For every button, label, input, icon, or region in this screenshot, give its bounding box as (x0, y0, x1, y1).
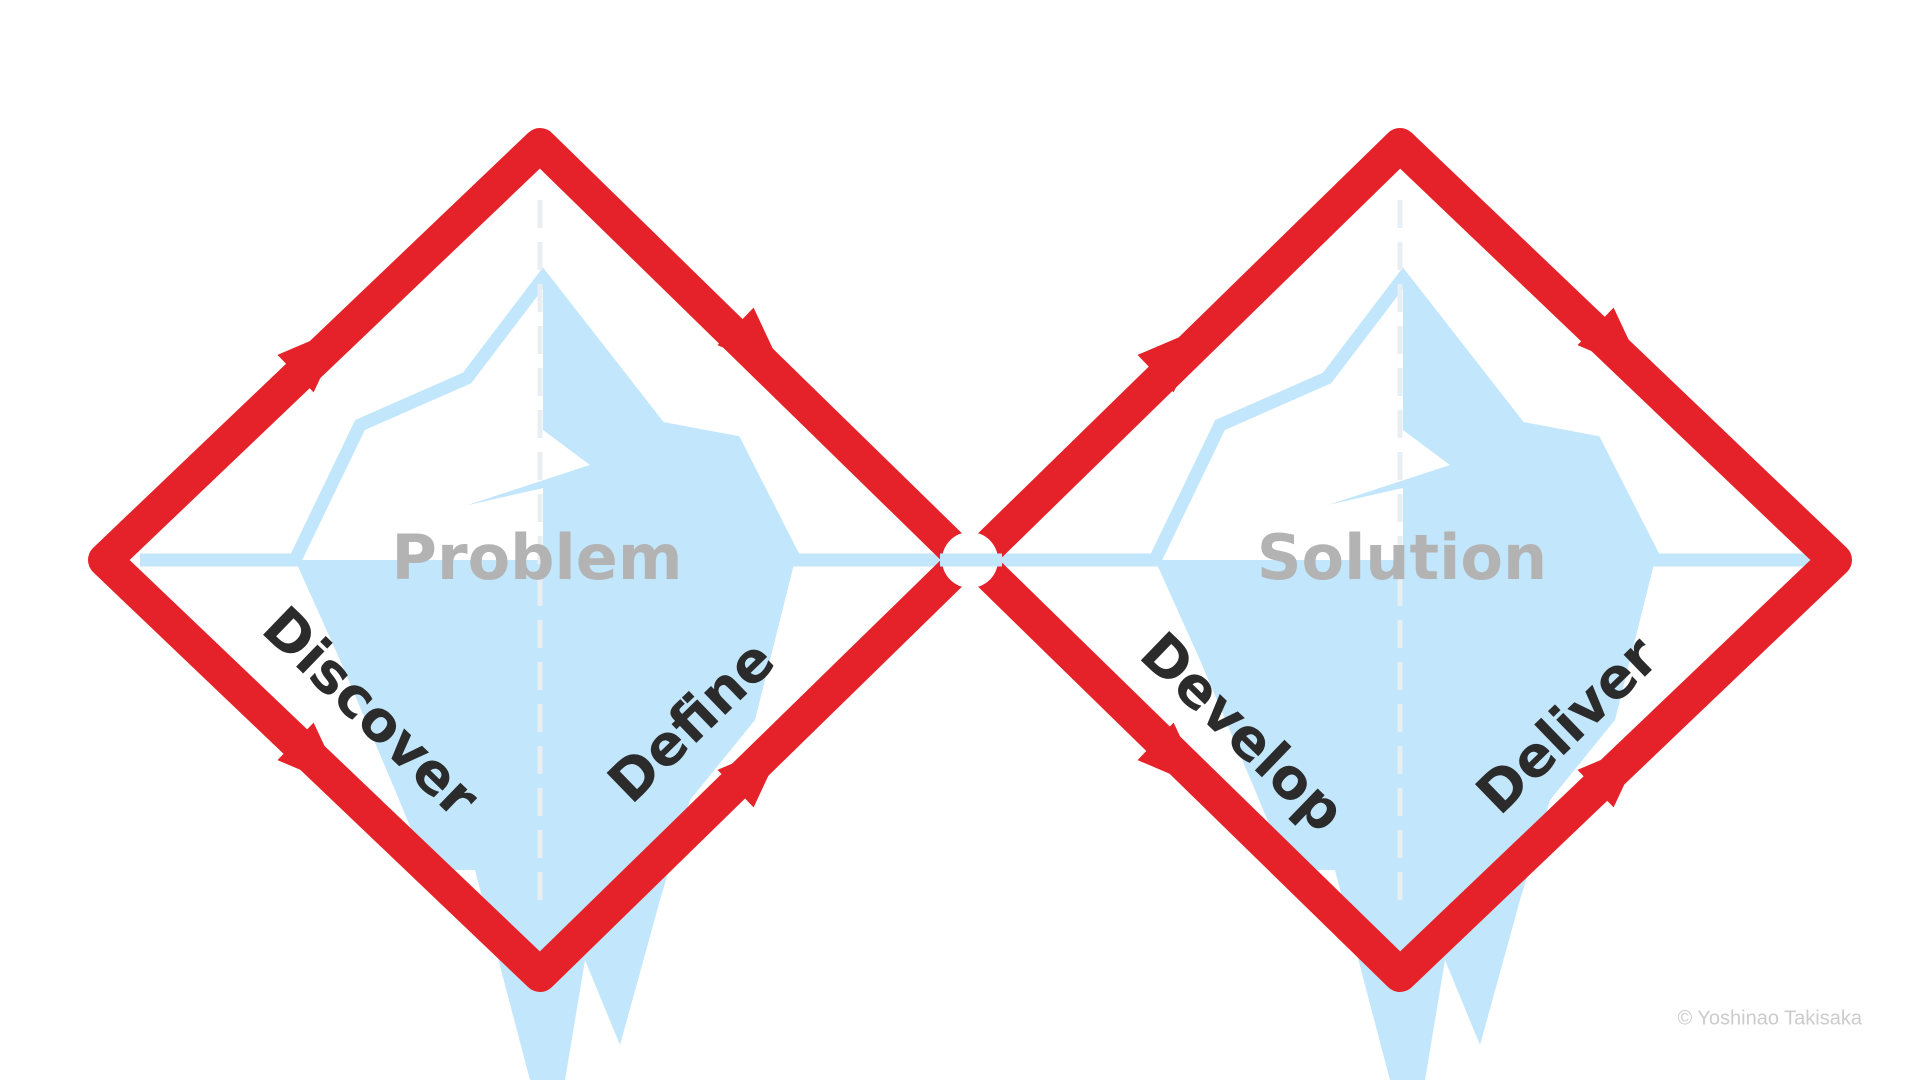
iceberg-peak-shape (468, 278, 795, 560)
arrowhead-icon (1577, 741, 1645, 808)
arrowhead-icon (1577, 307, 1645, 374)
arrowhead-icon (717, 741, 785, 808)
arrowhead-icon (277, 326, 345, 393)
arrowhead-icon (717, 307, 785, 374)
solution-diamond (958, 128, 1852, 992)
problem-label: Problem (392, 521, 683, 594)
arrowhead-icon (277, 722, 345, 789)
copyright-notice: © Yoshinao Takisaka (1677, 1007, 1862, 1029)
iceberg-icon (140, 267, 950, 1080)
arrowhead-icon (1137, 722, 1205, 789)
solution-label: Solution (1257, 521, 1547, 594)
iceberg-icon (1000, 267, 1810, 1080)
iceberg-inner-shape (468, 465, 590, 505)
iceberg-body-shape (295, 560, 795, 1080)
iceberg-body-shape (1155, 560, 1655, 1080)
iceberg-peak-shape (1328, 278, 1655, 560)
arrowhead-icon (1137, 326, 1205, 393)
problem-diamond (88, 128, 982, 992)
